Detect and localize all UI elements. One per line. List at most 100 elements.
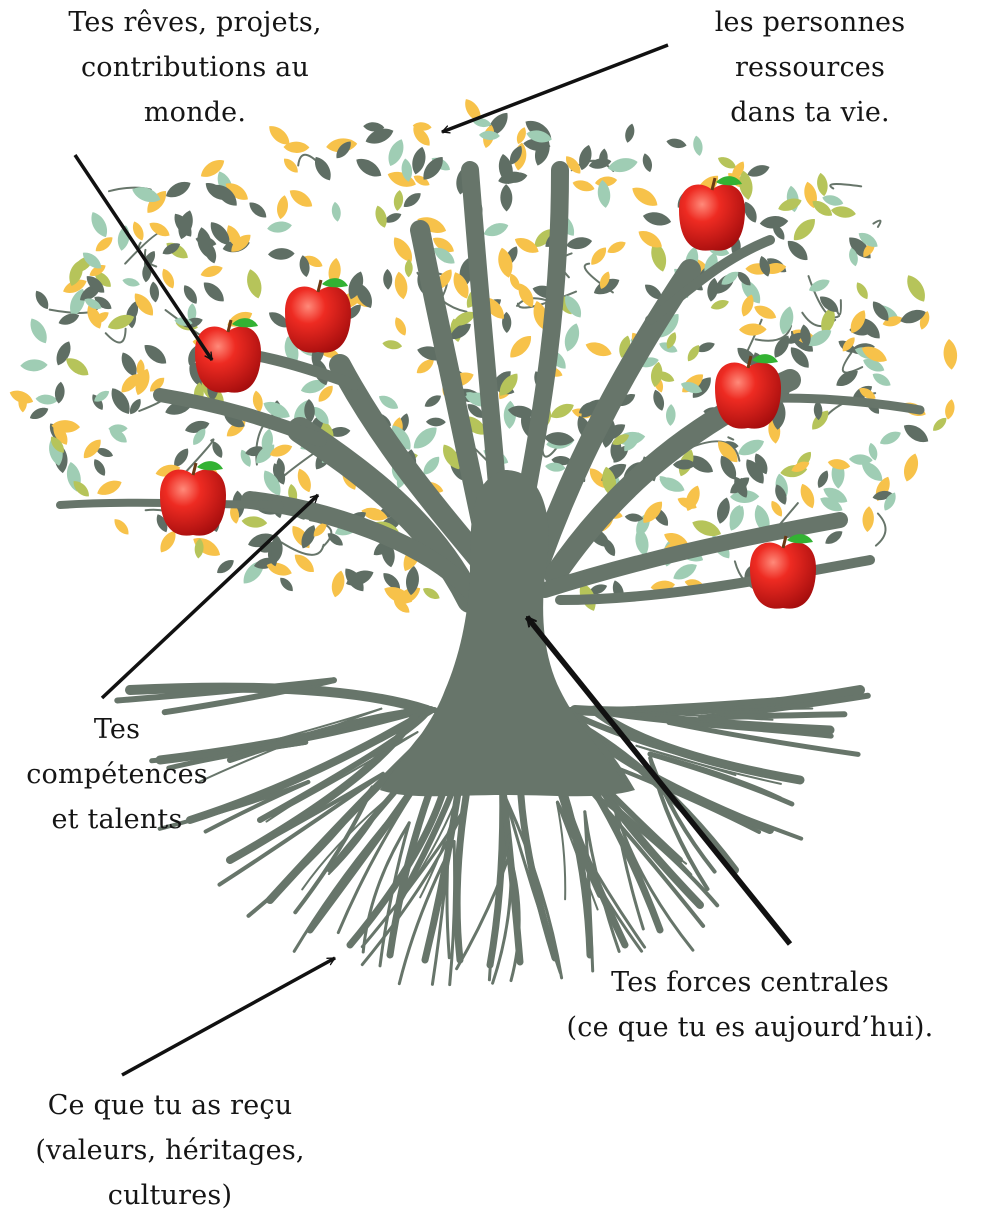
apple-fruit bbox=[715, 354, 781, 429]
leaf bbox=[140, 340, 171, 369]
label-skills-line: compétences bbox=[26, 759, 208, 790]
leaf bbox=[665, 136, 688, 150]
leaf bbox=[382, 268, 393, 290]
leaf bbox=[241, 515, 268, 529]
label-resources-line: les personnes bbox=[714, 7, 906, 38]
root-tendril bbox=[491, 833, 513, 985]
leaf bbox=[870, 370, 894, 390]
leaf bbox=[684, 342, 703, 364]
root-tendril bbox=[198, 707, 383, 783]
leaf bbox=[199, 262, 225, 280]
leaf bbox=[606, 155, 640, 175]
leaf bbox=[500, 183, 513, 212]
root-tendril bbox=[336, 788, 416, 935]
leaf bbox=[623, 122, 637, 144]
leaf bbox=[385, 168, 419, 191]
leaf bbox=[163, 177, 194, 202]
root-tendril bbox=[647, 751, 783, 802]
root bbox=[567, 697, 783, 714]
leaf bbox=[243, 267, 265, 301]
leaf bbox=[27, 404, 51, 423]
leaf bbox=[561, 321, 583, 354]
leaf bbox=[330, 201, 342, 223]
arrow-to-apples bbox=[73, 154, 214, 361]
leaf bbox=[587, 244, 610, 268]
twig bbox=[104, 327, 127, 344]
leaf bbox=[691, 134, 705, 157]
leaf bbox=[789, 214, 820, 245]
twig bbox=[829, 183, 863, 190]
leaf bbox=[180, 282, 201, 307]
root bbox=[125, 682, 432, 715]
arrow-to-branches bbox=[100, 493, 320, 700]
leaf bbox=[199, 278, 228, 306]
twig bbox=[874, 512, 887, 547]
apple-fruit bbox=[160, 461, 226, 536]
root-tendril bbox=[157, 780, 311, 831]
label-received: Ce que tu as reçu (valeurs, héritages, c… bbox=[10, 1083, 330, 1218]
leaf bbox=[127, 396, 144, 417]
leaf bbox=[930, 414, 950, 434]
root-tendril bbox=[166, 739, 309, 771]
twig bbox=[280, 541, 325, 556]
apple-fruit bbox=[195, 318, 261, 393]
root-tendril bbox=[666, 719, 834, 739]
leaf bbox=[148, 281, 161, 303]
root bbox=[186, 706, 435, 824]
root-tendril bbox=[292, 788, 416, 953]
leaf bbox=[565, 235, 594, 252]
label-resources-line: ressources bbox=[734, 52, 886, 83]
leaf bbox=[392, 315, 410, 338]
leaf bbox=[94, 476, 125, 499]
leaf bbox=[352, 154, 385, 182]
leaf bbox=[400, 189, 424, 211]
arrow-to-trunk bbox=[524, 615, 793, 946]
twig bbox=[872, 219, 882, 228]
leaf bbox=[294, 466, 315, 495]
leaf bbox=[376, 392, 401, 413]
label-received-line: Ce que tu as reçu bbox=[47, 1090, 293, 1121]
leaf bbox=[111, 516, 132, 538]
leaf bbox=[902, 271, 930, 306]
leaf bbox=[286, 185, 316, 212]
label-received-line: cultures) bbox=[107, 1180, 233, 1211]
leaf bbox=[641, 209, 673, 229]
leaf bbox=[943, 398, 957, 421]
tree-trunk bbox=[380, 470, 630, 790]
leaf bbox=[267, 247, 295, 261]
label-dreams-line: contributions au bbox=[80, 52, 310, 83]
leaf bbox=[146, 218, 173, 240]
root-tendril bbox=[666, 719, 861, 757]
leaf bbox=[32, 288, 52, 312]
root-tendril bbox=[397, 840, 456, 986]
leaf bbox=[783, 236, 812, 265]
leaf bbox=[505, 331, 536, 362]
root bbox=[561, 707, 753, 773]
leaf bbox=[826, 457, 852, 472]
root-tendril bbox=[361, 821, 411, 954]
leaf bbox=[409, 422, 442, 454]
root-tendril bbox=[378, 821, 411, 968]
leaf bbox=[628, 182, 662, 211]
twig bbox=[841, 351, 864, 374]
leaf bbox=[420, 585, 442, 602]
root-tendril bbox=[583, 810, 595, 973]
root-tendril bbox=[504, 796, 564, 980]
twig bbox=[727, 436, 735, 441]
leaf bbox=[605, 238, 628, 257]
label-strengths: Tes forces centrales (ce que tu es aujou… bbox=[540, 960, 960, 1050]
leaf bbox=[425, 417, 446, 427]
root bbox=[227, 706, 438, 763]
label-strengths-line: (ce que tu es aujourd’hui). bbox=[566, 1012, 934, 1043]
arrow-to-roots bbox=[121, 956, 336, 1077]
leaf bbox=[853, 280, 871, 302]
leaf bbox=[277, 575, 296, 594]
leaf bbox=[877, 428, 904, 448]
label-skills: Tes compétences et talents bbox=[12, 707, 222, 842]
root-tendril bbox=[455, 852, 512, 971]
leaf bbox=[640, 152, 655, 174]
root-tendril bbox=[246, 785, 375, 918]
root-tendril bbox=[395, 786, 463, 908]
leaf bbox=[861, 505, 875, 533]
leaf bbox=[583, 338, 614, 360]
